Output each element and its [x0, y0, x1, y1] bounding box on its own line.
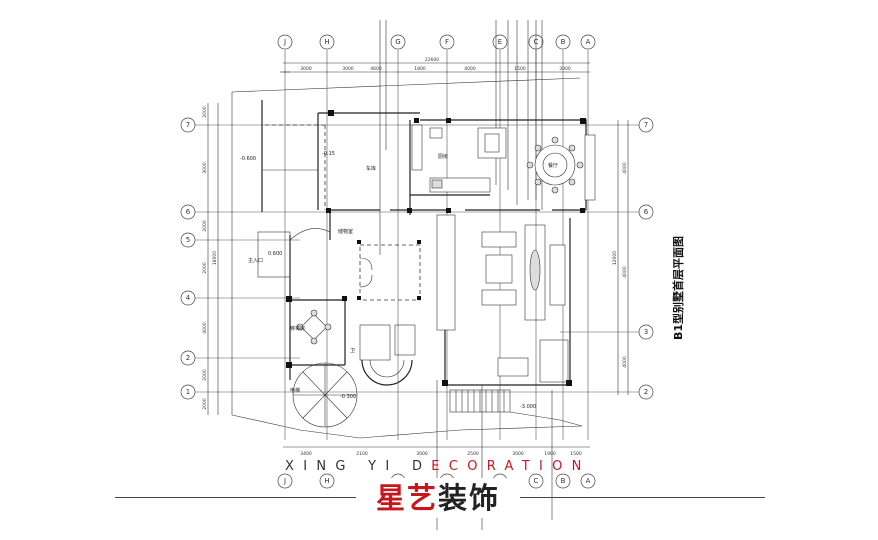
grid-bubbles-left: 7 6 5 4 2 1	[180, 117, 196, 400]
dimension-lines	[207, 62, 629, 448]
dim-bottom-1: 2100	[356, 451, 368, 457]
dim-top-total: 22600	[425, 57, 439, 63]
grid-bubble-right-3: 3	[644, 328, 648, 336]
mahjong-table	[296, 309, 332, 345]
grid-bubble-left-5: 5	[186, 236, 190, 244]
grid-bubble-top-j: J	[283, 38, 286, 46]
label-kitchen: 厨房	[438, 153, 448, 160]
grid-bubble-left-7: 7	[186, 121, 190, 129]
grid-bubble-right-7: 7	[644, 121, 648, 129]
plan-title: B1型别墅首层平面图	[671, 236, 685, 340]
grid-bubble-top-a: A	[586, 38, 591, 46]
brand-logo: 星艺装饰	[356, 478, 520, 518]
level-court: -3.000	[520, 404, 536, 410]
grid-bubble-left-4: 4	[186, 294, 191, 302]
stairs-court	[292, 362, 358, 428]
dim-right-total: 12000	[612, 251, 618, 265]
dim-top-3: 1800	[414, 66, 426, 72]
kitchen	[411, 124, 507, 193]
grid-bubble-top-b: B	[561, 38, 566, 46]
brand-chinese-part2: 装饰	[438, 481, 501, 515]
living-room	[436, 214, 566, 331]
garage	[262, 124, 326, 210]
brand-english: XING YI DECORATION	[285, 459, 591, 474]
grid-bubbles-right: 7 6 3 2	[638, 117, 654, 400]
dimension-texts-right: 4000 4000 4000 12000	[612, 162, 628, 368]
dim-bottom-3: 2500	[467, 451, 479, 457]
brand-chinese-part1: 星艺	[375, 481, 438, 515]
label-entrance: 主入口	[248, 257, 263, 264]
dim-top-4: 4000	[464, 66, 476, 72]
label-mahjong: 麻将房	[290, 325, 305, 332]
label-elevator: 电梯	[290, 387, 300, 394]
dimension-texts-left: 2000 3000 2000 2000 4000 2000 2000 18000	[202, 106, 218, 410]
grid-bubble-bottom-h: H	[324, 477, 329, 485]
dim-left-3: 2000	[202, 262, 208, 274]
dim-top-5: 1500	[514, 66, 526, 72]
dim-top-1: 3000	[342, 66, 354, 72]
grid-bubble-left-6: 6	[186, 208, 191, 216]
level-entry: 0.600	[268, 251, 282, 257]
grid-bubble-top-e: E	[498, 38, 502, 46]
dim-right-1: 4000	[622, 266, 628, 278]
label-toilet: 卫	[350, 348, 355, 354]
brand-english-part1: XING YI D	[285, 459, 432, 474]
dimension-texts-bottom: 3400 2100 3000 2500 3000 1900 1500	[300, 451, 582, 457]
entry-bay	[257, 228, 569, 383]
dim-left-total: 18000	[212, 251, 218, 265]
dim-left-0: 2000	[202, 106, 208, 118]
dim-left-6: 2000	[202, 398, 208, 410]
grid-bubble-right-2: 2	[644, 388, 648, 396]
room-labels: 餐厅 厨房 车库 储物室 主入口 麻将房 卫 电梯	[248, 153, 558, 394]
stairs-front	[449, 389, 583, 427]
label-garage: 车库	[366, 165, 376, 172]
dim-top-2: 4600	[370, 66, 382, 72]
grid-bubble-bottom-a: A	[586, 477, 591, 485]
dim-left-2: 2000	[202, 220, 208, 232]
level-marks: -0.600 -0.15 0.600 -0.300 -3.000	[240, 151, 536, 410]
dining-table	[526, 134, 596, 201]
level-garage: -0.600	[240, 156, 256, 162]
dim-right-2: 4000	[622, 356, 628, 368]
grid-bubble-bottom-c: C	[534, 477, 539, 485]
grid-bubble-bottom-b: B	[561, 477, 566, 485]
dim-left-5: 2000	[202, 369, 208, 381]
grid-bubble-top-h: H	[324, 38, 329, 46]
stairs-spiral	[359, 324, 416, 386]
dim-top-0: 3000	[300, 66, 312, 72]
dim-bottom-5: 1900	[544, 451, 556, 457]
grid-bubbles-top: J H G F E C B A	[277, 34, 596, 50]
dim-bottom-4: 3000	[512, 451, 524, 457]
grid-bubble-top-g: G	[395, 38, 400, 46]
label-storage: 储物室	[338, 228, 353, 235]
level-ramp: -0.15	[322, 151, 335, 157]
grid-bubble-bottom-j: J	[283, 477, 286, 485]
grid-bubble-right-6: 6	[644, 208, 649, 216]
label-dining: 餐厅	[548, 162, 558, 169]
level-stair: -0.300	[340, 394, 356, 400]
annotation-leaders	[379, 20, 553, 530]
brand-english-part2: ECORATION	[431, 459, 591, 474]
dim-top-6: 3000	[559, 66, 571, 72]
dim-left-1: 3000	[202, 162, 208, 174]
dim-right-0: 4000	[622, 162, 628, 174]
columns	[286, 110, 586, 386]
dim-bottom-0: 3400	[300, 451, 312, 457]
grid-bubble-top-f: F	[445, 38, 449, 46]
walls	[261, 100, 587, 386]
dim-left-4: 4000	[202, 322, 208, 334]
dimension-texts-top: 3000 3000 4600 1800 4000 1500 3000 22600	[300, 57, 571, 72]
dim-bottom-2: 3000	[416, 451, 428, 457]
grid-bubble-left-1: 1	[186, 388, 190, 396]
site-boundary	[231, 77, 583, 439]
entrance-zone	[359, 244, 421, 301]
dim-bottom-6: 1500	[570, 451, 582, 457]
grid-bubble-left-2: 2	[186, 354, 190, 362]
